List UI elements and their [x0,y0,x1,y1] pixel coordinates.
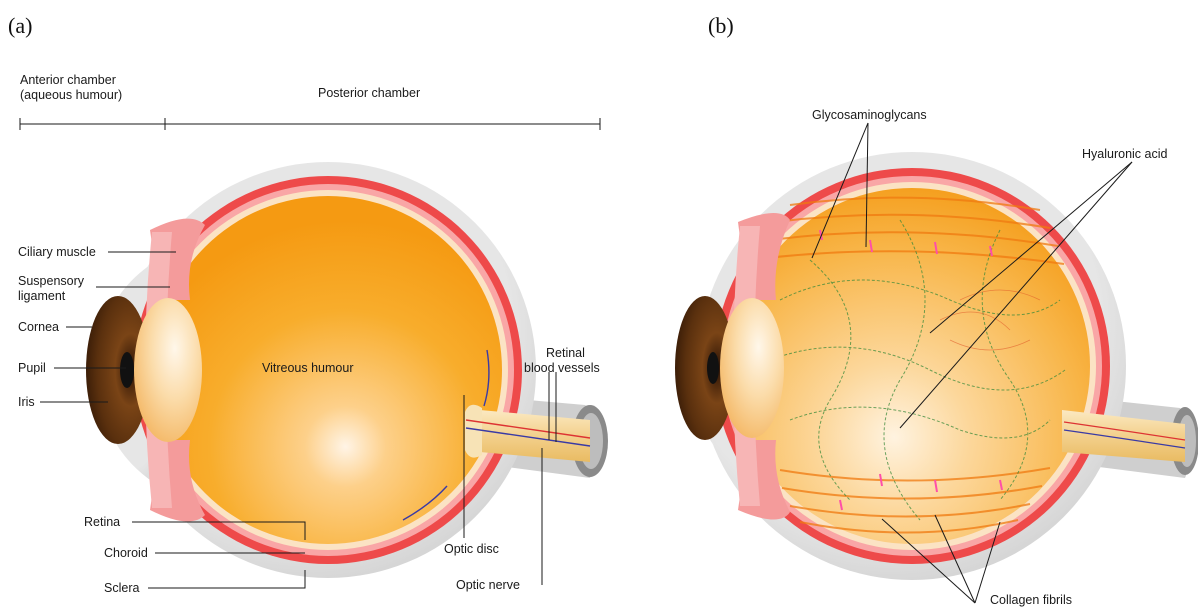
pupil-b [707,352,719,384]
retinal-vessels-sublabel: blood vessels [524,361,600,375]
panel-b-tag: (b) [708,13,734,38]
lens-b [720,298,784,438]
pupil-label: Pupil [18,361,46,375]
optic-disc-label: Optic disc [444,542,499,556]
hyaluronic-acid-label: Hyaluronic acid [1082,147,1168,161]
anterior-chamber-sublabel: (aqueous humour) [20,88,122,102]
anterior-chamber-label: Anterior chamber [20,73,116,87]
eye-b [675,152,1198,580]
retina-label: Retina [84,515,120,529]
optic-nerve-label: Optic nerve [456,578,520,592]
sclera-label: Sclera [104,581,139,595]
iris-label: Iris [18,395,35,409]
posterior-chamber-label: Posterior chamber [318,86,420,100]
collagen-fibrils-label: Collagen fibrils [990,593,1072,607]
glycosaminoglycans-label: Glycosaminoglycans [812,108,927,122]
cornea-label: Cornea [18,320,59,334]
vitreous-b [734,188,1090,544]
choroid-label: Choroid [104,546,148,560]
suspensory-ligament-sublabel: ligament [18,289,66,303]
lens [134,298,202,442]
ciliary-muscle-label: Ciliary muscle [18,245,96,259]
pupil [120,352,134,388]
panel-a-tag: (a) [8,13,32,38]
retinal-vessels-label: Retinal [546,346,585,360]
chamber-ruler [20,118,600,130]
vitreous-humour-label: Vitreous humour [262,361,354,375]
suspensory-ligament-label: Suspensory [18,274,85,288]
